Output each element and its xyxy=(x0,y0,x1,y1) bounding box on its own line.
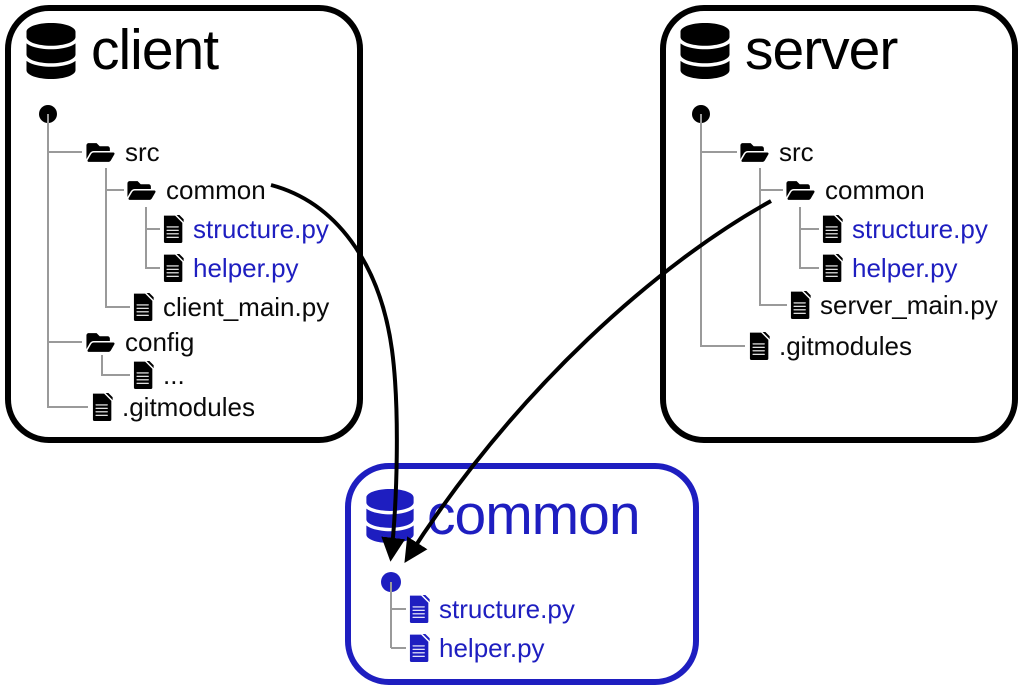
tree-item-structure-py: structure.py xyxy=(408,592,575,626)
tree-item-helper-py: helper.py xyxy=(162,251,299,285)
repo-title: common xyxy=(427,483,641,547)
tree-item-label: common xyxy=(825,174,925,205)
tree-connector-line xyxy=(391,608,406,610)
tree-item-src: src xyxy=(739,135,814,169)
database-icon xyxy=(26,23,76,79)
tree-connector-line xyxy=(800,228,819,230)
tree-connector-line xyxy=(391,647,406,649)
tree-item-label: helper.py xyxy=(439,632,545,663)
tree-connector-line xyxy=(101,355,103,376)
tree-item-helper-py: helper.py xyxy=(408,631,545,665)
tree-item-label: structure.py xyxy=(193,213,329,244)
folder-icon xyxy=(126,178,157,203)
tree-connector-line xyxy=(48,406,88,408)
tree-item-label: structure.py xyxy=(439,593,575,624)
tree-connector-line xyxy=(700,114,702,347)
file-icon xyxy=(91,393,113,421)
file-icon xyxy=(821,215,843,243)
folder-icon xyxy=(85,330,116,355)
file-icon xyxy=(748,332,770,360)
tree-item-common: common xyxy=(126,173,266,207)
tree-connector-line xyxy=(760,189,783,191)
tree-connector-line xyxy=(145,207,147,269)
file-icon xyxy=(162,254,184,282)
tree-connector-line xyxy=(102,374,130,376)
tree-item-label: .gitmodules xyxy=(122,391,255,422)
tree-connector-line xyxy=(106,189,124,191)
tree-item-structure-py: structure.py xyxy=(162,212,329,246)
tree-connector-line xyxy=(106,306,130,308)
tree-item-label: server_main.py xyxy=(820,289,998,320)
file-icon xyxy=(408,595,430,623)
tree-item-helper-py: helper.py xyxy=(821,251,958,285)
tree-item-label: client_main.py xyxy=(163,291,330,322)
tree-item-label: structure.py xyxy=(852,213,988,244)
repo-title: client xyxy=(91,18,219,82)
tree-item-client-main-py: client_main.py xyxy=(132,290,329,324)
tree-item-config: config xyxy=(85,325,194,359)
file-icon xyxy=(789,291,811,319)
tree-connector-line xyxy=(760,304,787,306)
tree-item-label: ... xyxy=(163,359,185,390)
folder-icon xyxy=(85,140,116,165)
tree-connector-line xyxy=(701,345,745,347)
tree-item-label: helper.py xyxy=(852,252,958,283)
tree-connector-line xyxy=(146,228,160,230)
tree-item-gitmodules: .gitmodules xyxy=(91,390,255,424)
tree-item-label: .gitmodules xyxy=(779,330,912,361)
server-repo-header: server xyxy=(680,18,898,82)
file-icon xyxy=(132,361,154,389)
tree-item-label: config xyxy=(125,326,195,357)
tree-item-label: src xyxy=(125,136,160,167)
tree-connector-line xyxy=(799,207,801,269)
database-icon xyxy=(366,489,414,543)
tree-connector-line xyxy=(701,151,737,153)
file-icon xyxy=(162,215,184,243)
tree-item-label: src xyxy=(779,136,814,167)
tree-item-structure-py: structure.py xyxy=(821,212,988,246)
tree-item-label: helper.py xyxy=(193,252,299,283)
tree-item-server-main-py: server_main.py xyxy=(789,288,998,322)
tree-item-src: src xyxy=(85,135,160,169)
file-icon xyxy=(408,634,430,662)
tree-connector-line xyxy=(800,267,819,269)
tree-connector-line xyxy=(48,341,82,343)
repo-title: server xyxy=(745,18,898,82)
tree-connector-line xyxy=(390,582,392,648)
common-repo-header: common xyxy=(366,483,641,547)
folder-icon xyxy=(739,140,770,165)
file-icon xyxy=(821,254,843,282)
database-icon xyxy=(680,23,730,79)
tree-connector-line xyxy=(47,114,49,408)
tree-connector-line xyxy=(48,151,82,153)
tree-item-label: common xyxy=(166,174,266,205)
tree-connector-line xyxy=(105,168,107,308)
tree-item-common: common xyxy=(785,173,925,207)
client-repo-header: client xyxy=(26,18,219,82)
tree-connector-line xyxy=(146,267,160,269)
tree-item-ellipsis: ... xyxy=(132,358,185,392)
folder-icon xyxy=(785,178,816,203)
file-icon xyxy=(132,293,154,321)
tree-item-gitmodules: .gitmodules xyxy=(748,329,912,363)
